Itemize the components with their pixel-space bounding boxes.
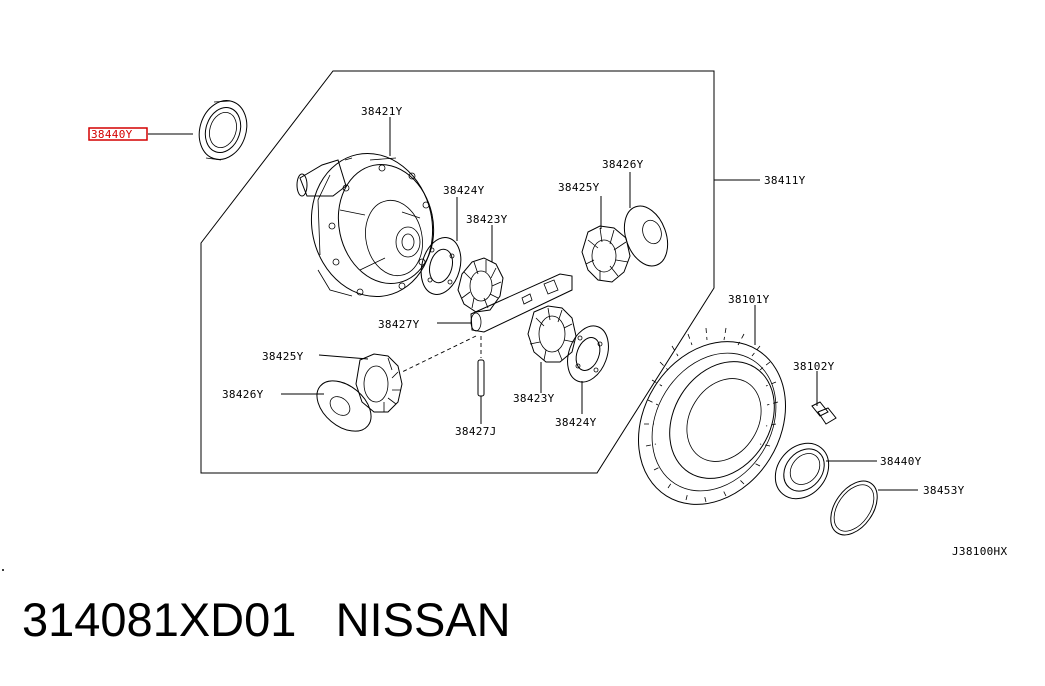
part-label-pinion-left[interactable]: 38425Y [262, 350, 304, 363]
brand-name: NISSAN [335, 593, 511, 646]
thrust-washer-top-part[interactable] [415, 233, 467, 299]
final-drive-gear-part[interactable] [609, 314, 815, 532]
part-label-assembly[interactable]: 38411Y [764, 174, 806, 187]
pinion-thrust-washer-left-part[interactable] [307, 371, 380, 441]
pinion-gear-top-part[interactable] [581, 225, 631, 283]
part-label-side-gear-bottom[interactable]: 38423Y [513, 392, 555, 405]
part-label-washer-top[interactable]: 38424Y [443, 184, 485, 197]
pinion-thrust-washer-top-part[interactable] [617, 200, 676, 272]
ring-gear-bolt-part[interactable] [811, 401, 837, 425]
part-label-snap-ring[interactable]: 38453Y [923, 484, 965, 497]
pinion-gear-left-part[interactable] [355, 353, 403, 413]
side-gear-bottom-part[interactable] [527, 305, 577, 363]
part-label-case[interactable]: 38421Y [361, 105, 403, 118]
diagram-code: J38100HX [952, 545, 1007, 558]
part-label-seal-right[interactable]: 38440Y [880, 455, 922, 468]
part-label-seal-left[interactable]: 38440Y [91, 128, 133, 141]
seal-left-label-highlight [88, 127, 148, 141]
part-label-thrust-washer-left[interactable]: 38426Y [222, 388, 264, 401]
thrust-washer-bottom-part[interactable] [560, 320, 616, 387]
caption: 314081XD01 NISSAN [22, 596, 511, 643]
part-label-thrust-washer-top[interactable]: 38426Y [602, 158, 644, 171]
part-label-pinion-top[interactable]: 38425Y [558, 181, 600, 194]
oil-seal-left-part[interactable] [192, 94, 254, 165]
snap-ring-part[interactable] [821, 473, 887, 544]
part-label-bolt[interactable]: 38102Y [793, 360, 835, 373]
side-gear-top-part[interactable] [457, 257, 504, 313]
differential-case-part[interactable] [296, 142, 446, 308]
part-label-pinion-shaft[interactable]: 38427Y [378, 318, 420, 331]
assembly-boundary [200, 70, 715, 474]
part-label-washer-bottom[interactable]: 38424Y [555, 416, 597, 429]
part-label-lock-pin[interactable]: 38427J [455, 425, 497, 438]
scan-dot [2, 569, 4, 571]
part-number: 314081XD01 [22, 593, 297, 646]
lock-pin-part[interactable] [477, 359, 485, 397]
pinion-shaft-part[interactable] [470, 273, 573, 333]
part-label-final-gear[interactable]: 38101Y [728, 293, 770, 306]
oil-seal-right-part[interactable] [764, 433, 839, 510]
part-label-side-gear-top[interactable]: 38423Y [466, 213, 508, 226]
